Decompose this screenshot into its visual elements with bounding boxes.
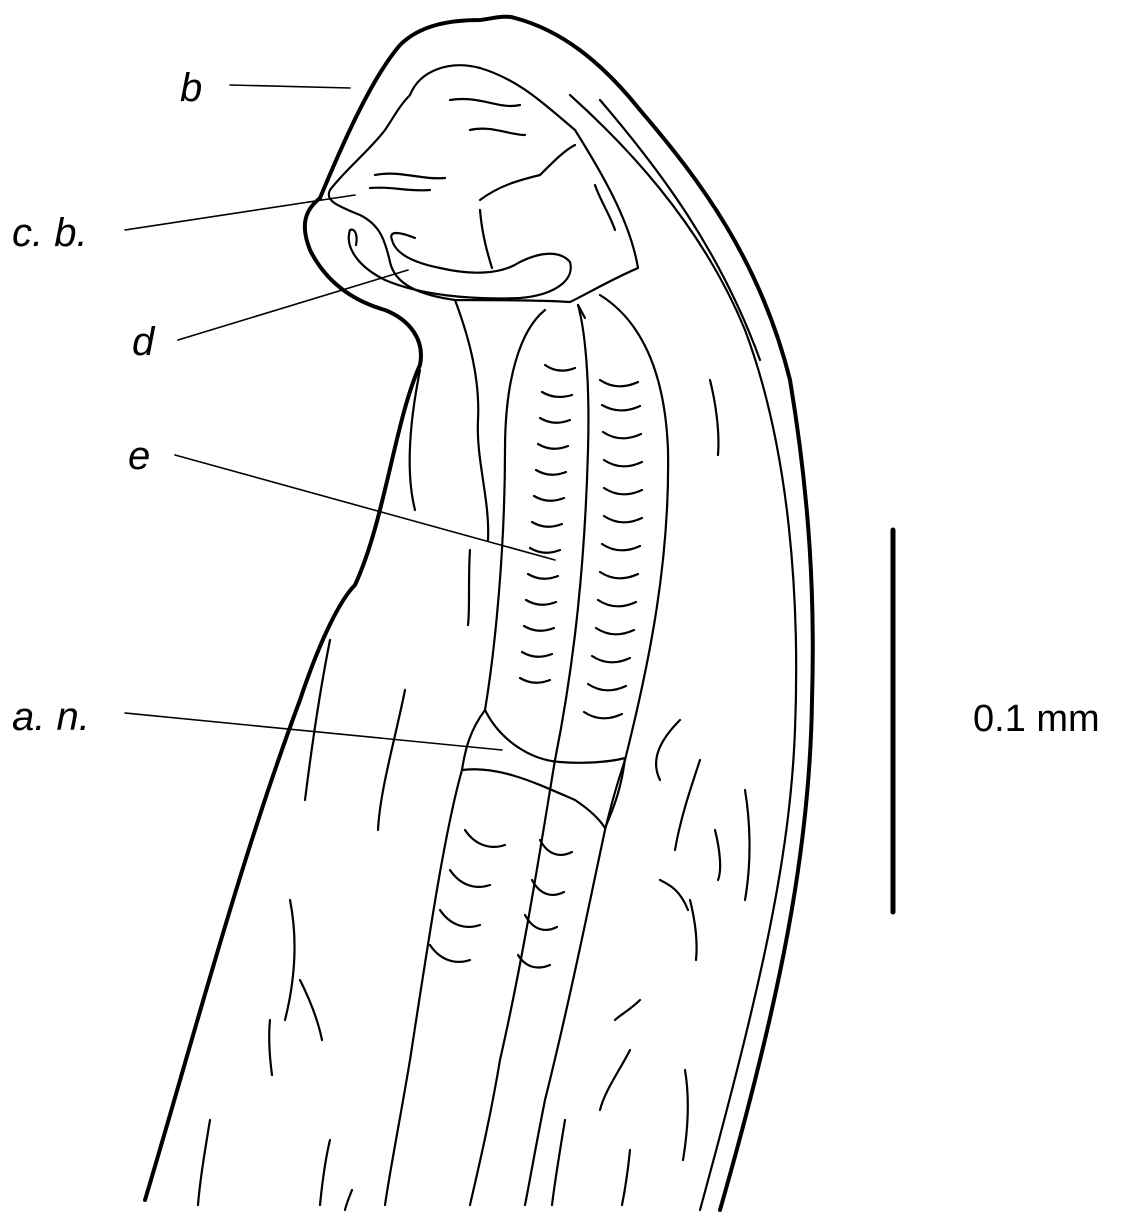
leader-cb — [125, 195, 355, 230]
mouth-structure — [349, 230, 571, 298]
body-outer-left — [145, 198, 421, 1200]
label-e: e — [128, 436, 150, 476]
label-cb: c. b. — [12, 213, 88, 253]
scale-bar-label: 0.1 mm — [973, 700, 1100, 738]
label-d: d — [132, 322, 154, 362]
esophagus-right — [525, 295, 668, 1205]
label-an: a. n. — [12, 697, 90, 737]
leader-e — [175, 455, 555, 560]
head-cuticle — [320, 17, 813, 1210]
leader-b — [230, 85, 350, 88]
label-b: b — [180, 68, 202, 108]
esophagus-center — [470, 305, 588, 1205]
